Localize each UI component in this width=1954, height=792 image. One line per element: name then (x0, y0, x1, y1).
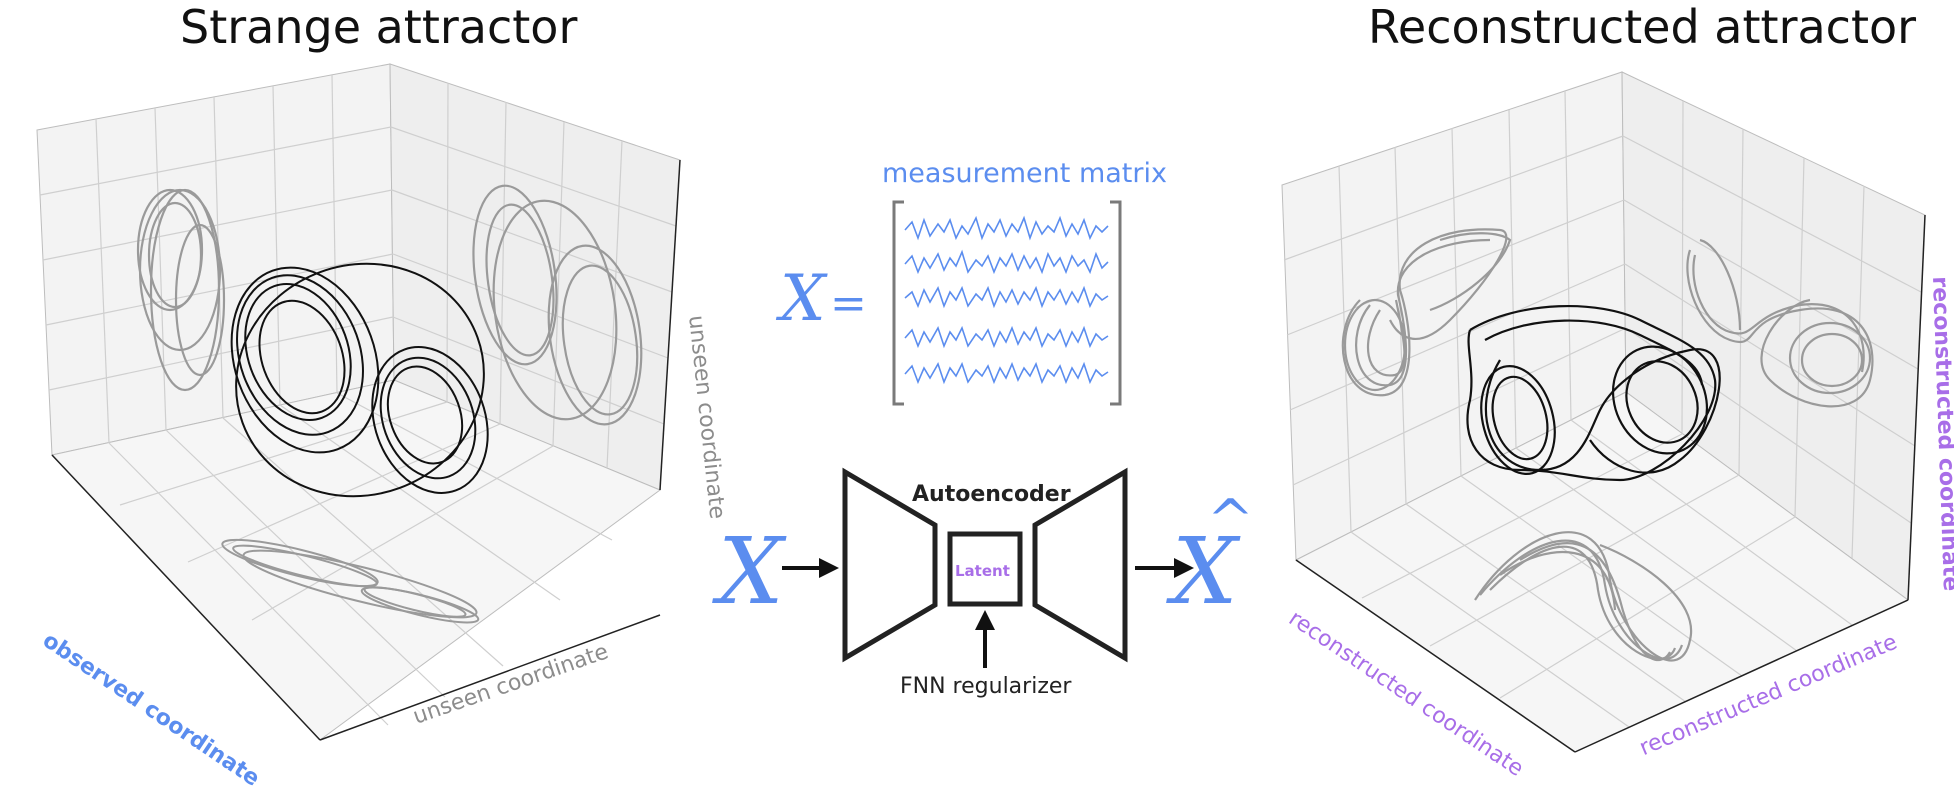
signal-row-3 (904, 285, 1109, 309)
right-back-projection (1341, 228, 1512, 397)
fnn-regularizer-label: FNN regularizer (900, 674, 1072, 699)
matrix-right-bracket (1110, 200, 1122, 406)
output-symbol: X (1172, 518, 1238, 625)
left-grid (39, 74, 677, 726)
measurement-matrix-title: measurement matrix (882, 158, 1167, 189)
decoder-trapezoid (1032, 467, 1128, 663)
input-symbol: X (718, 518, 784, 625)
matrix-left-bracket (892, 200, 904, 406)
latent-box (947, 531, 1023, 607)
measurement-matrix (892, 200, 1122, 406)
left-side-projection (472, 184, 643, 426)
left-attractor-trajectory (230, 262, 489, 498)
left-back-projection (136, 188, 226, 392)
left-title: Strange attractor (180, 0, 578, 54)
matrix-signal-rows (904, 215, 1109, 385)
left-panes (36, 63, 681, 741)
right-3d-plot (1281, 71, 1926, 753)
left-3d-plot (36, 63, 681, 741)
equals-sign: = (830, 278, 867, 329)
encoder-trapezoid (842, 467, 938, 663)
right-side-projection (1686, 238, 1874, 408)
right-axis-ticks (1295, 214, 1926, 753)
signal-row-2 (904, 249, 1109, 275)
right-grid (1283, 90, 1922, 728)
figure-canvas (36, 63, 1926, 753)
signal-row-4 (904, 325, 1109, 349)
right-title: Reconstructed attractor (1368, 0, 1917, 54)
matrix-symbol: X (780, 262, 826, 336)
signal-row-5 (904, 361, 1109, 385)
right-floor-projection (1474, 531, 1693, 662)
autoencoder-diagram (782, 467, 1194, 668)
autoencoder-label: Autoencoder (912, 482, 1071, 507)
right-panes (1281, 71, 1926, 753)
signal-row-1 (904, 215, 1109, 241)
latent-label: Latent (955, 562, 1010, 580)
output-hat: ^ (1207, 488, 1254, 553)
left-axis-ticks (51, 159, 681, 741)
left-floor-projection (221, 538, 480, 624)
right-attractor-trajectory (1466, 304, 1721, 482)
